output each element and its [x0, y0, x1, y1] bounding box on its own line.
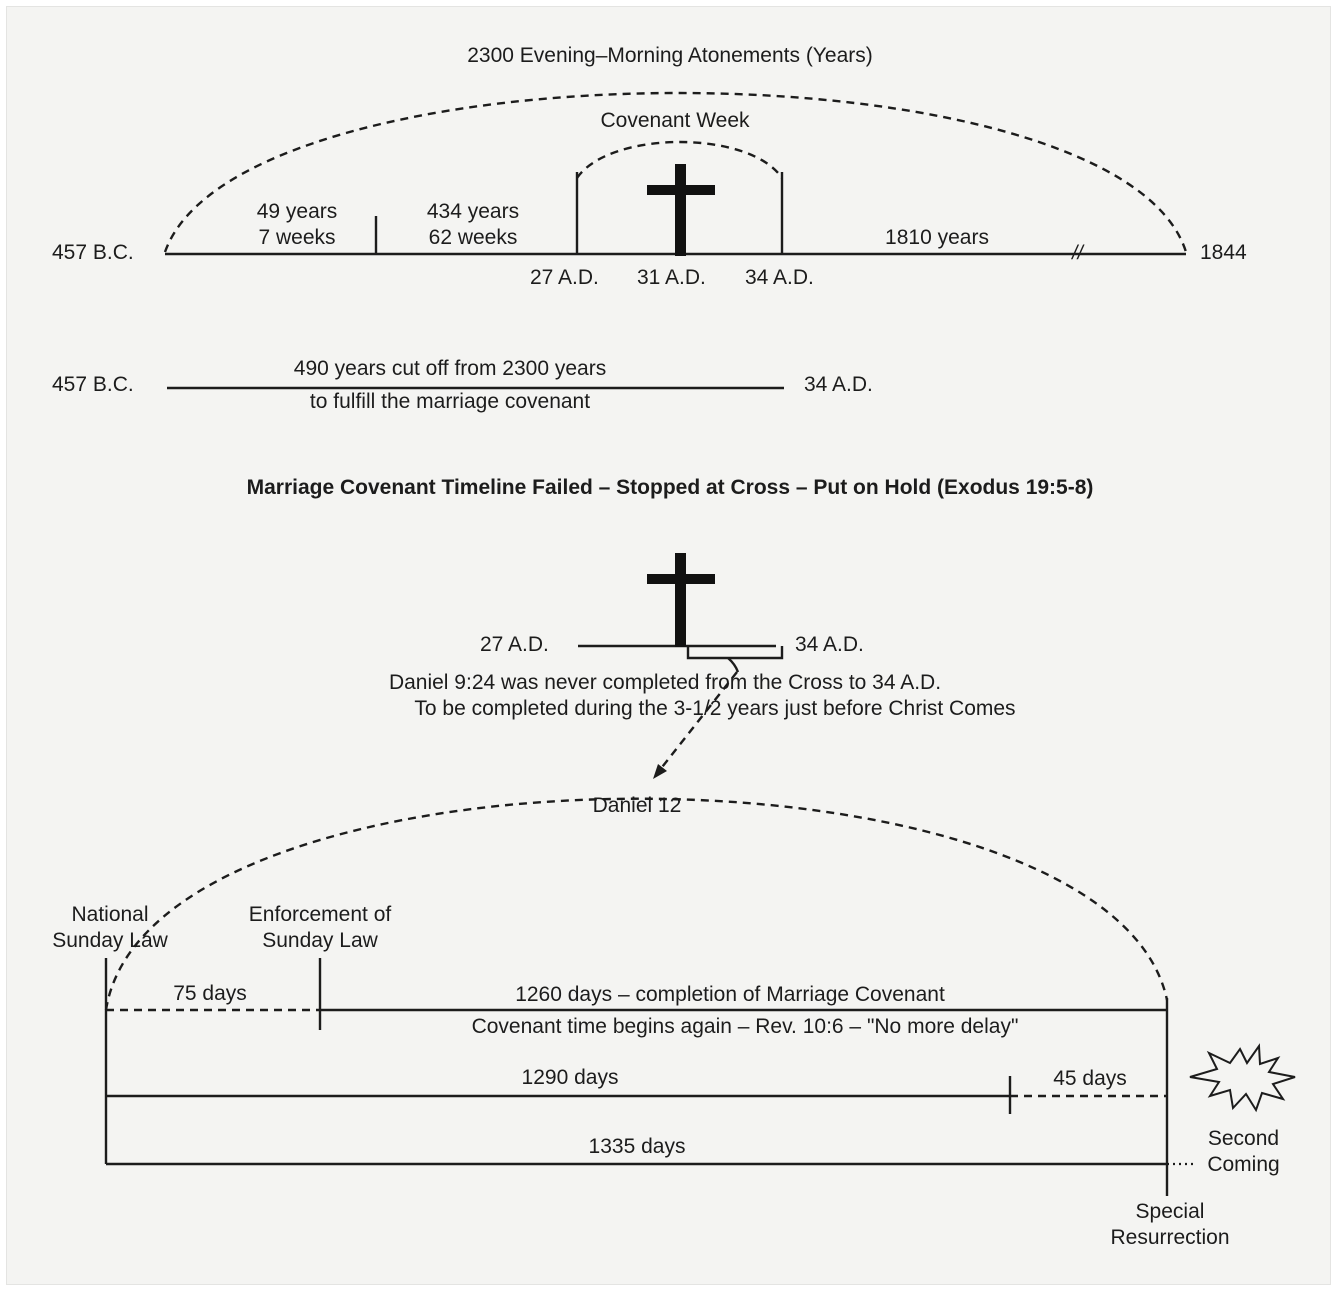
bracket-center-tip: [727, 657, 740, 673]
label-75-days: 75 days: [173, 982, 247, 1005]
label-490-years: 490 years cut off from 2300 years: [293, 357, 607, 380]
label-second: Second: [1207, 1127, 1280, 1150]
arc-2300-years: [163, 91, 1188, 253]
label-457-bc-cutoff: 457 B.C.: [52, 373, 134, 396]
label-34-ad-middle: 34 A.D.: [795, 633, 864, 656]
label-434-years: 434 years: [426, 200, 520, 223]
label-1810-years: 1810 years: [885, 226, 989, 249]
label-national: National: [71, 903, 149, 926]
label-7-weeks: 7 weeks: [258, 226, 336, 249]
arc-covenant-week: [576, 140, 783, 179]
label-49-years: 49 years: [256, 200, 338, 223]
label-457-bc-top: 457 B.C.: [52, 241, 134, 264]
label-62-weeks: 62 weeks: [428, 226, 518, 249]
note-to-be-completed: To be completed during the 3-1/2 years j…: [414, 697, 1016, 720]
label-resurrection: Resurrection: [1110, 1226, 1230, 1249]
note-daniel-9-24: Daniel 9:24 was never completed from the…: [388, 671, 942, 694]
burst-icon: [1189, 1043, 1296, 1113]
label-31-ad: 31 A.D.: [637, 266, 706, 289]
label-1844: 1844: [1200, 241, 1247, 264]
bracket-cross-to-34: [686, 646, 784, 660]
cross-icon-top: [647, 164, 715, 256]
title-2300-years: 2300 Evening–Morning Atonements (Years): [467, 44, 873, 67]
label-1335-days: 1335 days: [588, 1135, 686, 1158]
arrow-head: [653, 764, 667, 779]
label-34-ad-top: 34 A.D.: [745, 266, 814, 289]
label-27-ad-middle: 27 A.D.: [480, 633, 549, 656]
label-marriage-covenant: to fulfill the marriage covenant: [309, 390, 591, 413]
label-27-ad-top: 27 A.D.: [530, 266, 599, 289]
label-sunday-law-national: Sunday Law: [52, 929, 168, 952]
label-45-days: 45 days: [1053, 1067, 1127, 1090]
label-sunday-law-enforcement: Sunday Law: [262, 929, 378, 952]
label-coming: Coming: [1207, 1153, 1280, 1176]
label-1290-days: 1290 days: [521, 1066, 619, 1089]
cross-icon-middle: [647, 553, 715, 647]
heading-timeline-failed: Marriage Covenant Timeline Failed – Stop…: [246, 476, 1094, 499]
arc-daniel12: [104, 797, 1169, 1011]
label-1260-days: 1260 days – completion of Marriage Coven…: [515, 983, 945, 1006]
label-enforcement-of: Enforcement of: [248, 903, 392, 926]
title-daniel-12: Daniel 12: [592, 794, 682, 817]
label-34-ad-cutoff: 34 A.D.: [804, 373, 873, 396]
label-covenant-again: Covenant time begins again – Rev. 10:6 –…: [471, 1015, 1019, 1038]
label-special: Special: [1135, 1200, 1205, 1223]
label-covenant-week: Covenant Week: [600, 109, 750, 132]
arrow-to-daniel12: [658, 671, 738, 772]
